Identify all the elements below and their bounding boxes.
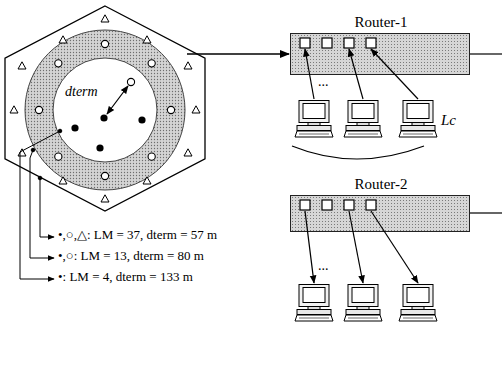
link-capacity-label: Lc [441,112,456,129]
hexagon-outline [5,6,205,211]
open-terminal [148,60,155,67]
triangle-terminal [143,177,151,184]
open-terminal [35,106,42,113]
triangle-terminal [192,106,200,113]
ellipsis: ... [318,74,329,90]
open-terminal [127,78,134,85]
filled-terminal [138,116,145,123]
open-terminal [167,106,174,113]
cell-hexagon: dterm [5,6,205,211]
ring-note: •: LM = 4, dterm = 133 m [58,270,193,285]
hexagon-border [5,6,205,211]
router-box: Router-1 [290,33,470,75]
triangle-terminal [101,15,109,22]
triangle-terminal [143,36,151,43]
open-terminal [55,153,62,160]
outer-ring [25,30,185,190]
open-terminal [148,153,155,160]
link-arrow [187,53,289,54]
access-links [292,49,502,283]
inner-disc [53,58,157,162]
leader-lines [20,129,62,279]
open-terminal [101,40,108,47]
open-terminal [101,172,108,179]
ring-note: •,○: LM = 13, dterm = 80 m [58,249,204,264]
filled-terminal [71,124,78,131]
triangle-terminal [101,195,109,202]
filled-terminal [96,144,103,151]
distance-label: dterm [64,84,99,100]
filled-terminal [100,114,107,121]
triangle-terminal [59,36,67,43]
router-title: Router-2 [354,176,407,193]
terminal-symbols [10,15,200,202]
triangle-terminal [184,62,192,69]
ring-note: •,○,△: LM = 37, dterm = 57 m [58,228,217,243]
triangle-terminal [18,62,26,69]
triangle-terminal [184,149,192,156]
router-box: Router-2 [290,195,470,232]
triangle-terminal [59,177,67,184]
router-title: Router-1 [354,14,407,31]
ellipsis: ... [318,258,329,274]
distance-arrow [107,86,128,114]
open-terminal [55,60,62,67]
triangle-terminal [10,106,18,113]
